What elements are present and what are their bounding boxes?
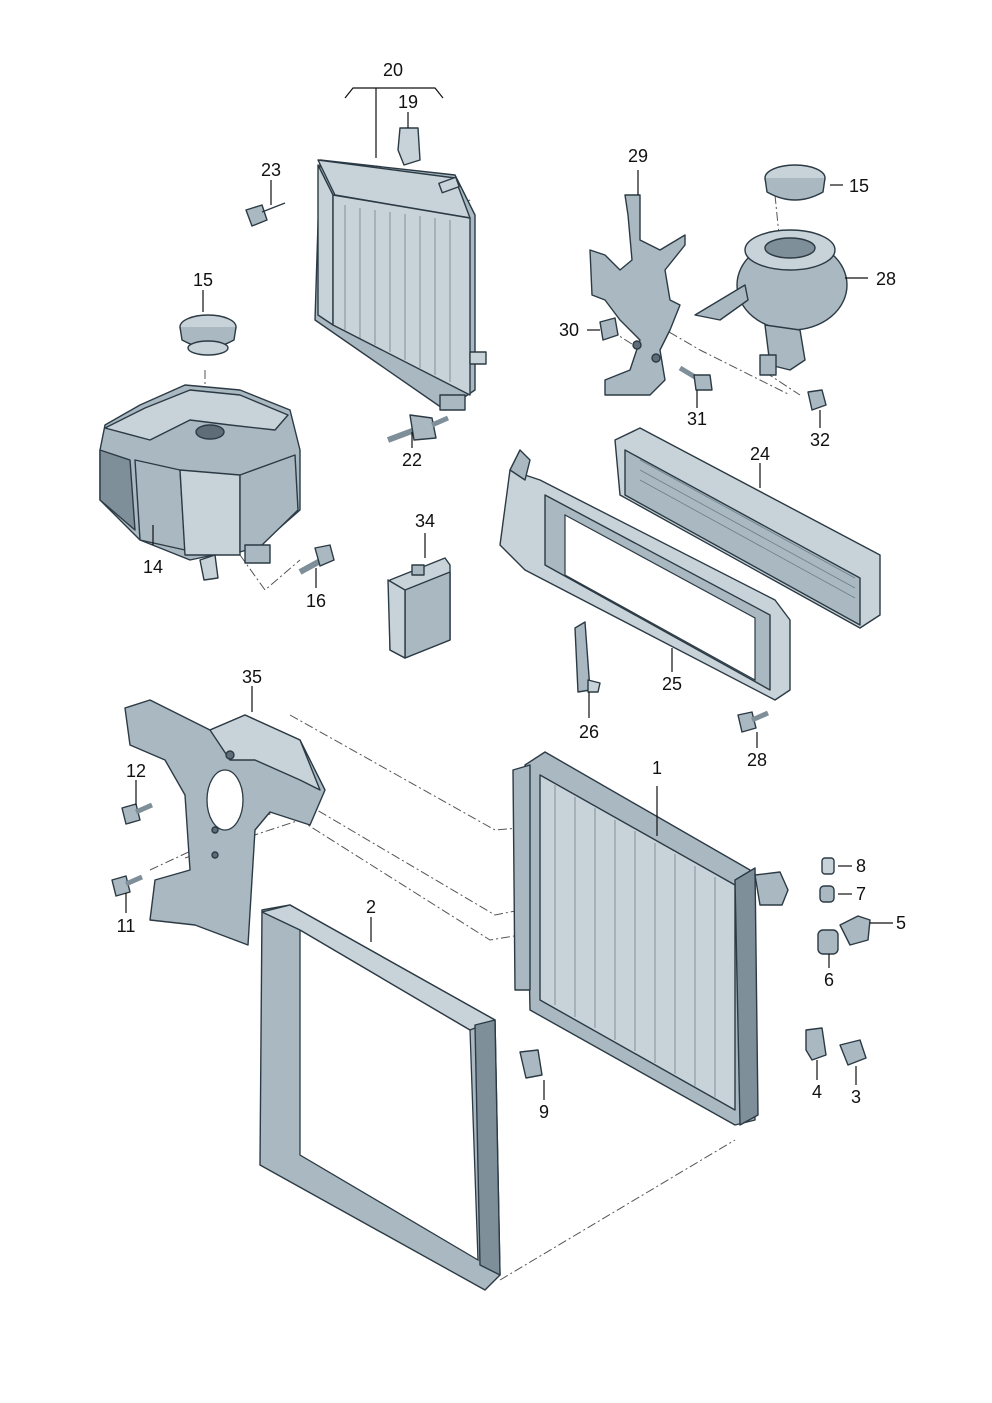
- callout-7: 7: [856, 884, 866, 904]
- callout-35: 35: [242, 667, 262, 687]
- nut-32: [807, 389, 827, 411]
- callout-9: 9: [539, 1102, 549, 1122]
- shroud-frame-2: [259, 904, 501, 1291]
- clip-3: [839, 1039, 867, 1066]
- bolt-12: [121, 802, 154, 825]
- callout-11: 11: [117, 916, 136, 936]
- callout-6: 6: [824, 970, 834, 990]
- radiator-small-20: [314, 159, 487, 411]
- callout-24: 25: [662, 674, 682, 694]
- callout-14: 14: [143, 557, 163, 577]
- callout-20: 20: [383, 60, 403, 80]
- callout-21: 22: [402, 450, 422, 470]
- frame-24: [499, 449, 791, 701]
- bolt-11: [111, 874, 144, 897]
- clip-19: [397, 127, 421, 166]
- callout-22: 23: [261, 160, 281, 180]
- callout-labels: 20 19 23 15 22 14 16 34 29 15 28 30 31 3…: [117, 60, 906, 1122]
- bracket-29: [589, 194, 686, 396]
- callout-15-left: 15: [193, 270, 213, 290]
- expansion-tank-14: [99, 384, 301, 581]
- bolt-26: [737, 710, 770, 733]
- callout-34: 34: [415, 511, 435, 531]
- cap-15-left: [179, 314, 237, 356]
- callout-15-right: 15: [849, 176, 869, 196]
- callout-26: 28: [747, 750, 767, 770]
- callout-3: 3: [851, 1087, 861, 1107]
- bolt-22: [245, 202, 286, 227]
- callout-28: 28: [876, 269, 896, 289]
- screw-31: [678, 365, 713, 391]
- screw-21: [386, 414, 450, 443]
- callout-31: 31: [687, 409, 707, 429]
- callout-29: 29: [628, 146, 648, 166]
- leader-lines: [125, 87, 893, 1100]
- bolt-16: [298, 544, 335, 575]
- sealant-can-34: [387, 557, 451, 659]
- callout-19: 19: [398, 92, 418, 112]
- round-tank-28: [694, 229, 848, 376]
- callout-2: 2: [366, 897, 376, 917]
- rubber-mount-6: [817, 929, 839, 955]
- bracket-35: [124, 699, 326, 946]
- callout-25: 26: [579, 722, 599, 742]
- cap-15-right: [764, 164, 826, 201]
- callout-4: 4: [812, 1082, 822, 1102]
- clip-5: [839, 915, 871, 946]
- clip-9: [519, 1049, 543, 1079]
- callout-16: 16: [306, 591, 326, 611]
- clip-4: [805, 1027, 827, 1061]
- grommet-7: [819, 885, 835, 903]
- callout-23: 24: [750, 444, 770, 464]
- cooler-23: [614, 427, 881, 629]
- bracket-25: [574, 621, 601, 693]
- callout-30: 30: [559, 320, 579, 340]
- grommet-8: [821, 857, 835, 875]
- radiator-main-1: [512, 751, 789, 1126]
- callout-8: 8: [856, 856, 866, 876]
- callout-1: 1: [652, 758, 662, 778]
- callout-5: 5: [896, 913, 906, 933]
- callout-12: 12: [126, 761, 146, 781]
- clip-nut-30: [599, 317, 619, 341]
- callout-32: 32: [810, 430, 830, 450]
